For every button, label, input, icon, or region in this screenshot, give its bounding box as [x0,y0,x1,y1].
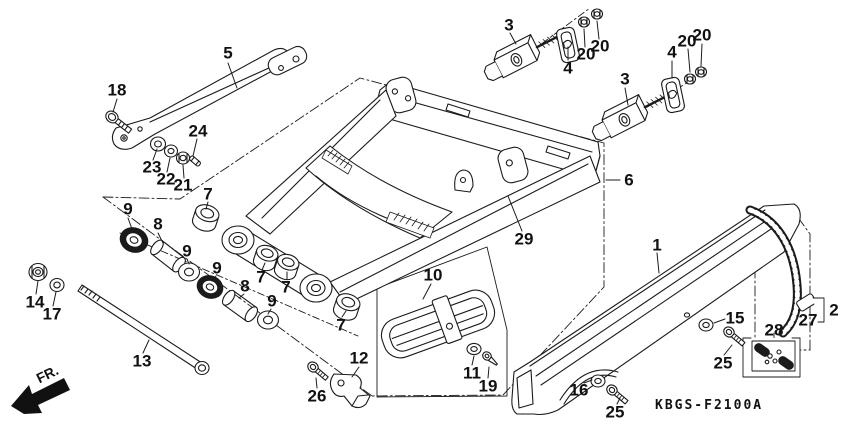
slider-group-box [376,246,508,398]
pivot-bolt-group [28,262,210,376]
pivot-bolt-13 [77,284,210,376]
chain-case [511,203,801,416]
stopper-bracket-12 [329,373,371,409]
washer-9b [177,262,201,282]
bolt-25-bottom [606,384,629,405]
grommet-16 [590,374,606,388]
pivot-bushing-set [119,204,361,330]
chain-adjuster-left [483,28,572,82]
master-link [796,293,825,323]
adjuster-plate-right [661,76,685,114]
drive-chain [745,205,802,338]
torque-rod [111,45,308,150]
swingarm [221,76,601,305]
bolt-18 [105,110,133,134]
bearing-9c [196,275,224,299]
collar-8a [150,239,186,273]
chain-link-kit [742,337,801,378]
washer-17 [49,277,65,293]
adjuster-nuts-left [577,8,604,28]
adjuster-nuts-right [683,66,708,85]
pin-24 [189,155,201,167]
leader-lines [35,20,733,405]
torque-rod-fasteners [105,110,201,167]
diagram-code: KBGS-F2100A [655,398,764,413]
washer-11 [466,342,482,356]
adjuster-plate-left [556,26,580,64]
bolt-26 [307,361,329,381]
fr-direction-arrow [11,378,70,414]
screw-19 [482,351,498,366]
chain-adjuster-right [591,88,680,142]
nut-14 [28,262,48,282]
chain-slider [380,289,498,366]
bush-7c [273,253,300,281]
bearing-9a [119,227,149,253]
washer-9d [256,310,280,330]
bush-7d [332,293,361,321]
washer-23 [149,136,167,152]
washer-22 [163,144,179,158]
collar-8b [221,289,259,323]
bush-7a [191,204,220,232]
nut-21 [175,151,191,165]
grommet-15 [698,318,714,332]
bolt-25-middle [723,326,746,347]
